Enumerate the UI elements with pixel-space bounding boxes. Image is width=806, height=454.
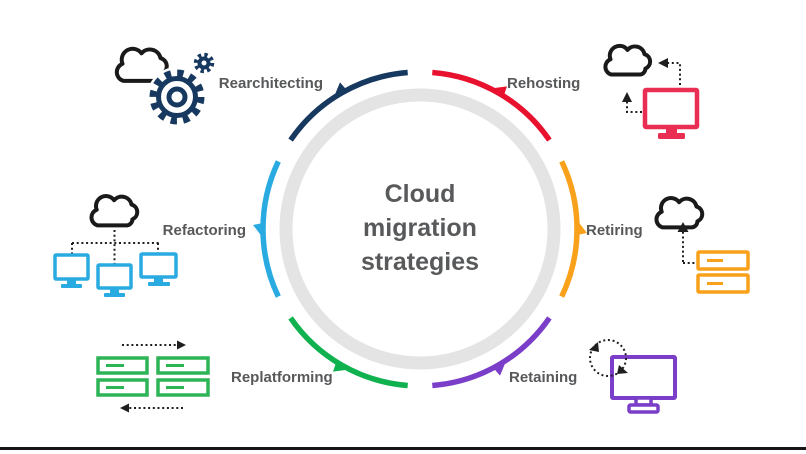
label-rearchitecting: Rearchitecting: [218, 75, 323, 92]
monitor-refresh-icon: [589, 339, 677, 414]
label-replatforming: Replatforming: [231, 369, 333, 386]
ring-arrow-rehosting: [490, 86, 507, 96]
refresh-cycle-arrows: [589, 339, 628, 377]
label-retaining: Retaining: [509, 369, 578, 386]
ring-segment-refactoring: [260, 160, 281, 298]
ring-segment-rehosting: [432, 69, 552, 142]
ring-arrow-rearchitecting: [333, 82, 347, 98]
monitor-left: [53, 253, 90, 288]
cloud-shape: [656, 198, 702, 227]
ring-arrow-refactoring: [253, 223, 263, 238]
monitor-right: [139, 252, 178, 286]
tree-connectors: [71, 230, 160, 264]
bottom-border: [0, 447, 806, 450]
cloud-servers-retire-icon: [650, 186, 750, 294]
ring-arrow-retaining: [493, 360, 507, 376]
ring-segment-replatforming: [288, 316, 408, 389]
ring-arrow-retiring: [577, 220, 587, 235]
ring-arrow-replatforming: [333, 362, 350, 372]
server-stack: [696, 250, 750, 294]
swap-arrow-right: [122, 340, 186, 350]
monitor-center: [96, 263, 133, 297]
diagram-title: Cloud migration strategies: [360, 180, 480, 276]
monitor-shape: [610, 355, 677, 414]
cloud-monitors-tree-icon: [53, 186, 178, 297]
large-gear: [147, 67, 207, 127]
ring-segment-retiring: [559, 160, 580, 298]
monitor-shape: [642, 87, 700, 139]
ring-track: [279, 88, 561, 370]
servers-swap-icon: [96, 340, 210, 413]
label-refactoring: Refactoring: [162, 222, 246, 239]
server-grid: [96, 356, 210, 397]
ring-segment-retaining: [432, 316, 552, 389]
swap-arrow-left: [120, 403, 183, 413]
label-retiring: Retiring: [586, 222, 643, 239]
label-rehosting: Rehosting: [507, 75, 581, 92]
strategy-ring: [253, 69, 587, 389]
cloud-shape: [603, 43, 653, 77]
ring-segment-rearchitecting: [288, 69, 408, 142]
cloud-gears-icon: [114, 46, 215, 127]
cloud-shape: [91, 196, 137, 225]
small-gear: [193, 52, 215, 74]
transfer-arrows: [622, 58, 681, 113]
cloud-monitor-transfer-icon: [603, 43, 700, 139]
